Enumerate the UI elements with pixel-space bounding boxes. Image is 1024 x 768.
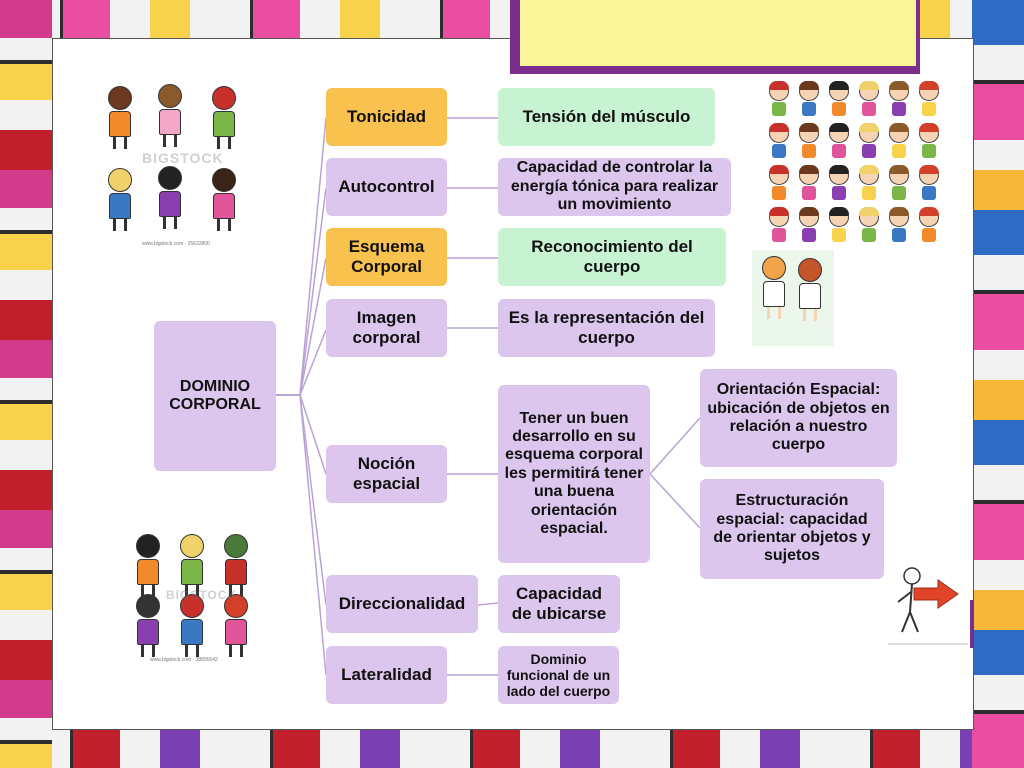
branch-label: Tonicidad [346,107,426,127]
branch-direccionalidad: Direccionalidad [326,575,478,633]
branch-nocion-espacial: Noción espacial [326,445,447,503]
face-grid-kid [858,165,880,200]
direction-arrow-illustration [880,552,972,648]
face-grid-kid [798,165,820,200]
subdetail-estructuracion-espacial: Estructuración espacial: capacidad de or… [700,479,884,579]
kids-illustration-bottom: BIGSTOCK www.bigstock.com · 38895642 [126,530,256,665]
branch-label: Esquema Corporal [348,237,425,276]
face-grid-kid [828,81,850,116]
face-grid-kid [858,207,880,242]
face-grid-kid [828,123,850,158]
cartoon-border-left [0,0,52,768]
face-grid-kid [768,81,790,116]
stick-figure-arrow-icon [888,567,968,645]
faces-grid-illustration [760,76,950,252]
detail-label: Dominio funcional de un lado del cuerpo [506,650,611,700]
detail-direccionalidad: Capacidad de ubicarse [498,575,620,633]
image-credit: www.bigstock.com · 38895642 [150,657,218,663]
cartoon-border-right [972,0,1024,768]
branch-lateralidad: Lateralidad [326,646,447,704]
branch-label: Lateralidad [341,665,432,685]
subdetail-label: Estructuración espacial: capacidad de or… [713,492,871,565]
body-awareness-illustration [752,250,834,346]
face-grid-kid [768,123,790,158]
face-grid-kid [888,81,910,116]
detail-label: Tensión del músculo [522,107,691,127]
face-grid-kid [798,123,820,158]
root-label: DOMINIO CORPORAL [169,377,261,413]
frame-accent [970,600,974,648]
face-grid-kid [798,81,820,116]
subdetail-orientacion-espacial: Orientación Espacial: ubicación de objet… [700,369,897,467]
watermark-text: BIGSTOCK [166,588,238,602]
detail-label: Capacidad de ubicarse [511,584,607,623]
detail-imagen-corporal: Es la representación del cuerpo [498,299,715,357]
face-grid-kid [858,81,880,116]
branch-label: Imagen corporal [352,308,421,347]
face-grid-kid [888,123,910,158]
face-grid-kid [888,165,910,200]
branch-esquema-corporal: Esquema Corporal [326,228,447,286]
detail-label: Tener un buen desarrollo en su esquema c… [504,409,644,537]
face-grid-kid [918,81,940,116]
branch-imagen-corporal: Imagen corporal [326,299,447,357]
face-grid-kid [918,165,940,200]
title-placeholder [520,0,916,66]
face-grid-kid [828,207,850,242]
face-grid-kid [798,207,820,242]
branch-label: Direccionalidad [338,594,466,614]
face-grid-kid [828,165,850,200]
face-grid-kid [768,165,790,200]
branch-autocontrol: Autocontrol [326,158,447,216]
detail-label: Capacidad de controlar la energía tónica… [510,159,719,214]
branch-tonicidad: Tonicidad [326,88,447,146]
image-credit: www.bigstock.com · 25632800 [142,241,210,247]
face-grid-kid [918,123,940,158]
face-grid-kid [918,207,940,242]
face-grid-kid [858,123,880,158]
face-grid-kid [888,207,910,242]
face-grid-kid [768,207,790,242]
detail-lateralidad: Dominio funcional de un lado del cuerpo [498,646,619,704]
watermark-text: BIGSTOCK [142,150,224,166]
detail-label: Es la representación del cuerpo [508,308,705,347]
detail-autocontrol: Capacidad de controlar la energía tónica… [498,158,731,216]
subdetail-label: Orientación Espacial: ubicación de objet… [707,381,890,454]
detail-label: Reconocimiento del cuerpo [531,237,693,276]
kids-illustration-top: BIGSTOCK www.bigstock.com · 25632800 [92,80,252,250]
detail-tonicidad: Tensión del músculo [498,88,715,146]
root-node: DOMINIO CORPORAL [154,321,276,471]
detail-esquema-corporal: Reconocimiento del cuerpo [498,228,726,286]
branch-label: Noción espacial [352,454,421,493]
branch-label: Autocontrol [338,177,435,197]
cartoon-border-bottom [0,728,1024,768]
detail-nocion-espacial: Tener un buen desarrollo en su esquema c… [498,385,650,563]
